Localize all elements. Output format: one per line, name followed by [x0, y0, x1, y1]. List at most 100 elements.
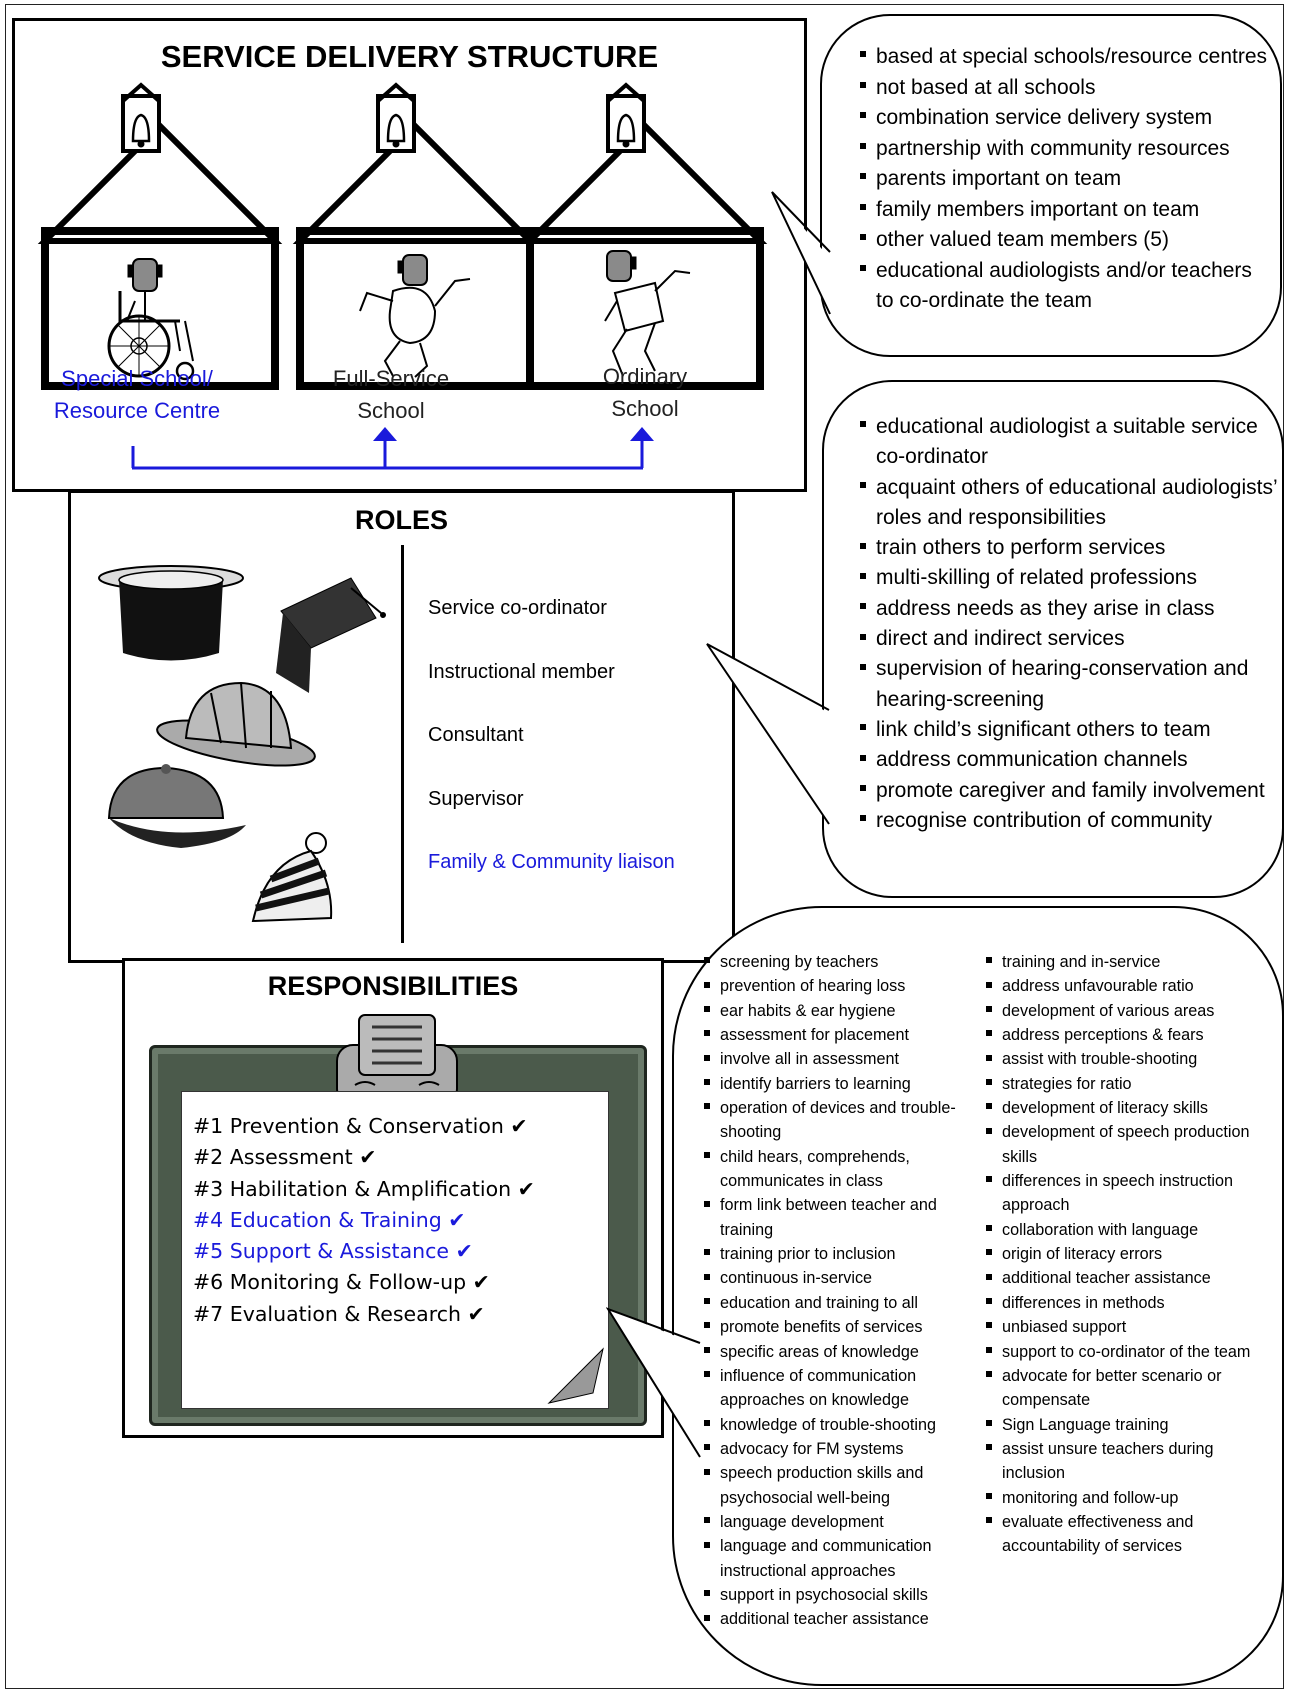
list-item: advocacy for FM systems	[698, 1437, 972, 1461]
list-item: differences in speech instruction approa…	[980, 1169, 1256, 1218]
checkmark-icon: ✔	[510, 1114, 528, 1138]
clipboard-paper	[181, 1091, 609, 1409]
list-item: origin of literacy errors	[980, 1242, 1256, 1266]
list-item: language development	[698, 1510, 972, 1534]
graduation-cap-icon	[276, 577, 386, 693]
page-frame	[5, 4, 1284, 1689]
service-notes-list: based at special schools/resource centre…	[854, 42, 1274, 317]
dancing-figure-icon	[359, 254, 471, 378]
list-item: development of various areas	[980, 999, 1256, 1023]
top-hat-icon	[98, 565, 244, 661]
callout-tail-1	[771, 191, 831, 315]
list-item: support in psychosocial skills	[698, 1583, 972, 1607]
list-item: development of literacy skills	[980, 1096, 1256, 1120]
list-item: development of speech production skills	[980, 1120, 1256, 1169]
full-service-school-house	[292, 82, 538, 390]
list-item: Sign Language training	[980, 1413, 1256, 1437]
list-item: educational audiologist a suitable servi…	[854, 412, 1278, 473]
responsibilities-list: #1 Prevention & Conservation ✔ #2 Assess…	[193, 1111, 535, 1330]
list-item: address unfavourable ratio	[980, 974, 1256, 998]
role-service-coordinator: Service co-ordinator	[428, 597, 607, 619]
list-item: advocate for better scenario or compensa…	[980, 1364, 1256, 1413]
list-item: train others to perform services	[854, 533, 1278, 563]
school-label-ordinary: Ordinary School	[602, 364, 688, 421]
list-item: child hears, comprehends, communicates i…	[698, 1145, 972, 1194]
list-item: based at special schools/resource centre…	[854, 42, 1274, 73]
stick-figure-icon	[604, 250, 691, 377]
checkmark-icon: ✔	[472, 1270, 490, 1295]
list-item: additional teacher assistance	[980, 1266, 1256, 1290]
school-label-full-service: Full-Service School	[332, 366, 450, 423]
responsibility-7: #7 Evaluation & Research ✔	[193, 1301, 485, 1326]
responsibilities-title: RESPONSIBILITIES	[267, 971, 519, 1001]
list-item: not based at all schools	[854, 73, 1274, 104]
list-item: training prior to inclusion	[698, 1242, 972, 1266]
baseball-cap-icon	[107, 764, 246, 848]
callout-bubble-responsibilities: screening by teachers prevention of hear…	[672, 906, 1284, 1686]
callout-tail-3	[606, 1307, 701, 1458]
list-item: prevention of hearing loss	[698, 974, 972, 998]
list-item: speech production skills and psychosocia…	[698, 1461, 972, 1510]
responsibilities-panel: RESPONSIBILITIES #1 Prevention & Conserv…	[122, 958, 664, 1438]
checkmark-icon: ✔	[517, 1176, 535, 1201]
school-label-special: Special School/ Resource Centre	[53, 366, 221, 423]
clipboard-clip-icon	[336, 1014, 458, 1106]
list-item: address perceptions & fears	[980, 1023, 1256, 1047]
checkmark-icon: ✔	[467, 1301, 485, 1326]
responsibilities-notes-col1: screening by teachers prevention of hear…	[698, 950, 972, 1632]
list-item: combination service delivery system	[854, 103, 1274, 134]
list-item: unbiased support	[980, 1315, 1256, 1339]
list-item: promote benefits of services	[698, 1315, 972, 1339]
checkmark-icon: ✔	[448, 1207, 466, 1232]
list-item: specific areas of knowledge	[698, 1340, 972, 1364]
responsibility-1: #1 Prevention & Conservation ✔	[193, 1114, 528, 1138]
responsibility-6: #6 Monitoring & Follow-up ✔	[193, 1270, 490, 1295]
list-item: ear habits & ear hygiene	[698, 999, 972, 1023]
safari-hat-icon	[156, 681, 316, 767]
list-item: additional teacher assistance	[698, 1607, 972, 1631]
responsibility-3: #3 Habilitation & Amplification ✔	[193, 1176, 535, 1201]
wheelchair-figure-icon	[107, 258, 195, 381]
beanie-hat-icon	[251, 832, 333, 923]
list-item: influence of communication approaches on…	[698, 1364, 972, 1413]
list-item: support to co-ordinator of the team	[980, 1340, 1256, 1364]
list-item: assessment for placement	[698, 1023, 972, 1047]
checkmark-icon: ✔	[455, 1239, 473, 1264]
list-item: operation of devices and trouble-shootin…	[698, 1096, 972, 1145]
list-item: differences in methods	[980, 1291, 1256, 1315]
list-item: address needs as they arise in class	[854, 594, 1278, 624]
list-item: parents important on team	[854, 164, 1274, 195]
list-item: screening by teachers	[698, 950, 972, 974]
list-item: monitoring and follow-up	[980, 1486, 1256, 1510]
list-item: language and communication instructional…	[698, 1534, 972, 1583]
list-item: acquaint others of educational audiologi…	[854, 473, 1278, 534]
list-item: assist with trouble-shooting	[980, 1047, 1256, 1071]
role-consultant: Consultant	[428, 724, 524, 746]
list-item: supervision of hearing-conservation and …	[854, 654, 1278, 715]
special-school-house	[37, 82, 283, 390]
ordinary-school-house	[522, 82, 768, 390]
list-item: recognise contribution of community	[854, 806, 1278, 836]
roles-list: Service co-ordinator Instructional membe…	[428, 577, 675, 895]
list-item: promote caregiver and family involvement	[854, 776, 1278, 806]
list-item: direct and indirect services	[854, 624, 1278, 654]
list-item: partnership with community resources	[854, 134, 1274, 165]
list-item: identify barriers to learning	[698, 1072, 972, 1096]
list-item: link child’s significant others to team	[854, 715, 1278, 745]
checkmark-icon: ✔	[359, 1145, 377, 1170]
list-item: multi-skilling of related professions	[854, 563, 1278, 593]
list-item: training and in-service	[980, 950, 1256, 974]
roles-notes-list: educational audiologist a suitable servi…	[854, 412, 1278, 836]
list-item: assist unsure teachers during inclusion	[980, 1437, 1256, 1486]
role-hats	[98, 565, 386, 923]
list-item: knowledge of trouble-shooting	[698, 1413, 972, 1437]
callout-bubble-roles: educational audiologist a suitable servi…	[822, 380, 1284, 898]
roles-title: ROLES	[354, 505, 448, 535]
service-delivery-title: SERVICE DELIVERY STRUCTURE	[160, 39, 659, 74]
responsibility-5: #5 Support & Assistance ✔	[193, 1239, 473, 1264]
school-connector-arrows	[131, 427, 654, 470]
school-houses	[37, 82, 768, 470]
role-supervisor: Supervisor	[428, 787, 524, 810]
service-delivery-panel: SERVICE DELIVERY STRUCTURE	[12, 18, 807, 492]
responsibility-4: #4 Education & Training ✔	[193, 1207, 466, 1232]
